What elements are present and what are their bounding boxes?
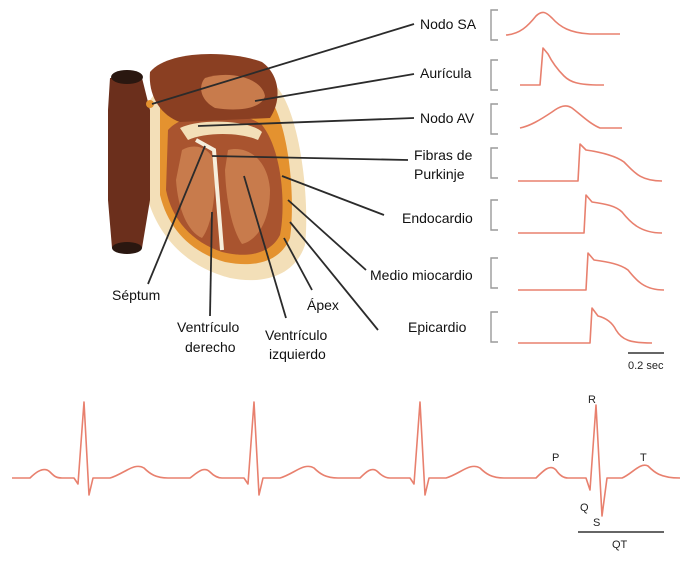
- label-nodo-av: Nodo AV: [420, 110, 475, 126]
- ap-epicardio: [518, 308, 652, 343]
- ap-nodo-av: [520, 106, 622, 128]
- label-apex: Ápex: [307, 297, 339, 313]
- ecg-label-q: Q: [580, 502, 589, 514]
- ecg-label-s: S: [593, 517, 600, 529]
- ap-medio: [518, 253, 664, 290]
- label-vi-line1: Ventrículo: [265, 327, 327, 343]
- ecg-strip: R P T Q S QT: [12, 394, 680, 551]
- vena-cava-top: [111, 70, 143, 84]
- label-vi-line2: izquierdo: [269, 346, 326, 362]
- action-potentials: 0.2 sec: [491, 10, 664, 372]
- ecg-label-t: T: [640, 452, 647, 464]
- bracket-epicardio: [491, 312, 498, 342]
- leader-auricula: [255, 74, 414, 101]
- vena-cava: [108, 78, 150, 248]
- label-fibras-line2: Purkinje: [414, 166, 465, 182]
- label-vd-line2: derecho: [185, 339, 236, 355]
- bracket-nodo-av: [491, 104, 498, 134]
- ap-auricula: [520, 48, 604, 85]
- vena-cava-bottom: [112, 242, 142, 254]
- ecg-label-qt: QT: [612, 539, 628, 551]
- time-scale-label: 0.2 sec: [628, 360, 664, 372]
- bracket-nodo-sa: [491, 10, 498, 40]
- ap-nodo-sa: [506, 12, 620, 35]
- ecg-label-r: R: [588, 394, 596, 406]
- ap-endocardio: [518, 195, 662, 233]
- bracket-endocardio: [491, 200, 498, 230]
- label-medio-miocardio: Medio miocardio: [370, 267, 473, 283]
- ap-fibras: [518, 144, 662, 181]
- label-septum: Séptum: [112, 287, 160, 303]
- ecg-label-p: P: [552, 452, 559, 464]
- ecg-trace: [12, 402, 680, 516]
- label-nodo-sa: Nodo SA: [420, 16, 477, 32]
- bracket-fibras: [491, 148, 498, 178]
- leader-epicardio: [290, 222, 378, 330]
- label-fibras-line1: Fibras de: [414, 147, 473, 163]
- label-epicardio: Epicardio: [408, 319, 467, 335]
- bracket-auricula: [491, 60, 498, 90]
- label-vd-line1: Ventrículo: [177, 319, 239, 335]
- label-auricula: Aurícula: [420, 65, 472, 81]
- bracket-medio: [491, 258, 498, 288]
- label-endocardio: Endocardio: [402, 210, 473, 226]
